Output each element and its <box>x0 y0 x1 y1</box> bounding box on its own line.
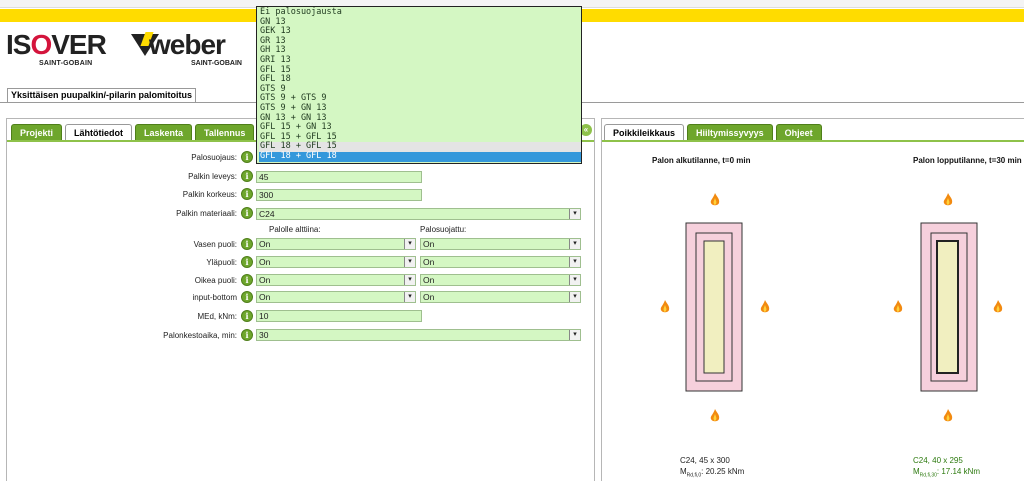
info-icon[interactable]: i <box>241 151 253 163</box>
yla-alttiina-select[interactable]: On▾ <box>256 256 416 268</box>
alttiina-column-header: Palolle alttiina: <box>269 225 321 234</box>
dropdown-option[interactable]: GFL 15 + GN 13 <box>260 122 332 133</box>
oikea-label: Oikea puoli: <box>194 276 237 285</box>
initial-moment: MRd,fi,0: 20.25 kNm <box>680 467 745 479</box>
dropdown-option[interactable]: GN 13 + GN 13 <box>260 112 327 123</box>
palkin-leveys-input[interactable]: 45 <box>256 171 422 183</box>
palosuojaus-label: Palosuojaus: <box>191 153 237 162</box>
fire-icon <box>893 300 903 313</box>
weber-logo-text: weber <box>149 29 226 60</box>
chevron-down-icon: ▾ <box>569 257 580 267</box>
tab-lahtotiedot[interactable]: Lähtötiedot <box>65 124 133 140</box>
kestoaika-label: Palonkestoaika, min: <box>163 331 237 340</box>
info-icon[interactable]: i <box>241 274 253 286</box>
dropdown-option[interactable]: GFL 15 + GFL 15 <box>260 131 337 142</box>
vasen-alttiina-select[interactable]: On▾ <box>256 238 416 250</box>
fire-icon <box>760 300 770 313</box>
bottom-alttiina-select[interactable]: On▾ <box>256 291 416 303</box>
bottom-label: input-bottom <box>192 293 237 302</box>
fire-icon <box>943 193 953 206</box>
palkin-korkeus-label: Palkin korkeus: <box>182 190 237 199</box>
info-icon[interactable]: i <box>241 310 253 322</box>
kestoaika-select[interactable]: 30▾ <box>256 329 581 341</box>
dropdown-option-selected[interactable]: GFL 18 + GFL 18 <box>259 151 581 162</box>
dropdown-option[interactable]: GTS 9 + GTS 9 <box>260 93 327 104</box>
fire-icon <box>993 300 1003 313</box>
preview-tabs: Poikkileikkaus Hiiltymissyvyys Ohjeet <box>604 124 822 140</box>
info-icon[interactable]: i <box>241 170 253 182</box>
fire-icon <box>710 193 720 206</box>
vasen-suojattu-select[interactable]: On▾ <box>420 238 581 250</box>
final-section-title: Palon lopputilanne, t=30 min <box>913 156 1022 165</box>
isover-logo-sub: SAINT-GOBAIN <box>39 60 93 67</box>
dropdown-option[interactable]: GH 13 <box>260 45 286 56</box>
final-dims: C24, 40 x 295 <box>913 456 963 465</box>
yla-suojattu-select[interactable]: On▾ <box>420 256 581 268</box>
oikea-alttiina-select[interactable]: On▾ <box>256 274 416 286</box>
info-icon[interactable]: i <box>241 329 253 341</box>
dropdown-option[interactable]: GTS 9 <box>260 83 286 94</box>
initial-section-title: Palon alkutilanne, t=0 min <box>652 156 751 165</box>
isover-logo: ISOVER SAINT-GOBAIN <box>6 29 107 68</box>
fire-icon <box>943 409 953 422</box>
palkin-leveys-label: Palkin leveys: <box>188 172 237 181</box>
input-tabs: Projekti Lähtötiedot Laskenta Tallennus <box>11 124 255 140</box>
chevron-down-icon: ▾ <box>404 257 415 267</box>
dropdown-option[interactable]: GFL 18 <box>260 74 291 85</box>
yla-label: Yläpuoli: <box>206 258 237 267</box>
info-icon[interactable]: i <box>241 188 253 200</box>
palkin-materiaali-label: Palkin materiaali: <box>176 209 237 218</box>
tab-poikkileikkaus[interactable]: Poikkileikkaus <box>604 124 685 140</box>
tab-laskenta[interactable]: Laskenta <box>135 124 193 140</box>
collapse-panel-icon[interactable]: « <box>580 124 592 136</box>
tab-hiiltymissyvyys[interactable]: Hiiltymissyvyys <box>687 124 773 140</box>
chevron-down-icon: ▾ <box>569 239 580 249</box>
fire-icon <box>710 409 720 422</box>
initial-cross-section <box>685 222 743 392</box>
palkin-korkeus-input[interactable]: 300 <box>256 189 422 201</box>
chevron-down-icon: ▾ <box>404 292 415 302</box>
med-input[interactable]: 10 <box>256 310 422 322</box>
chevron-down-icon: ▾ <box>404 275 415 285</box>
palkin-materiaali-select[interactable]: C24▾ <box>256 208 581 220</box>
weber-logo-sub: SAINT-GOBAIN <box>191 60 242 67</box>
weber-logo: weber SAINT-GOBAIN <box>127 30 245 70</box>
palosuojaus-dropdown-list[interactable]: Ei palosuojausta GN 13 GEK 13 GR 13 GH 1… <box>256 6 582 164</box>
initial-dims: C24, 45 x 300 <box>680 456 730 465</box>
dropdown-option[interactable]: GEK 13 <box>260 26 291 37</box>
oikea-suojattu-select[interactable]: On▾ <box>420 274 581 286</box>
tab-projekti[interactable]: Projekti <box>11 124 63 140</box>
info-icon[interactable]: i <box>241 238 253 250</box>
tab-ohjeet[interactable]: Ohjeet <box>775 124 822 140</box>
fire-icon <box>660 300 670 313</box>
chevron-down-icon: ▾ <box>569 275 580 285</box>
final-cross-section <box>920 222 978 392</box>
final-moment: MRd,fi,30: 17.14 kNm <box>913 467 981 479</box>
info-icon[interactable]: i <box>241 291 253 303</box>
dropdown-option-hover[interactable]: GFL 18 + GFL 15 <box>259 142 581 152</box>
dropdown-option[interactable]: Ei palosuojausta <box>260 7 342 17</box>
dropdown-option[interactable]: GFL 15 <box>260 64 291 75</box>
page-tab-main[interactable]: Yksittäisen puupalkin/-pilarin palomitoi… <box>7 88 197 102</box>
dropdown-option[interactable]: GTS 9 + GN 13 <box>260 103 327 113</box>
chevron-down-icon: ▾ <box>569 209 580 219</box>
chevron-down-icon: ▾ <box>569 292 580 302</box>
vasen-label: Vasen puoli: <box>193 240 237 249</box>
info-icon[interactable]: i <box>241 207 253 219</box>
chevron-down-icon: ▾ <box>569 330 580 340</box>
dropdown-option[interactable]: GRI 13 <box>260 55 291 65</box>
chevron-down-icon: ▾ <box>404 239 415 249</box>
dropdown-option[interactable]: GN 13 <box>260 16 286 27</box>
tab-tallennus[interactable]: Tallennus <box>195 124 255 140</box>
suojattu-column-header: Palosuojattu: <box>420 225 467 234</box>
info-icon[interactable]: i <box>241 256 253 268</box>
bottom-suojattu-select[interactable]: On▾ <box>420 291 581 303</box>
dropdown-option[interactable]: GR 13 <box>260 35 286 46</box>
med-label: MEd, kNm: <box>197 312 237 321</box>
